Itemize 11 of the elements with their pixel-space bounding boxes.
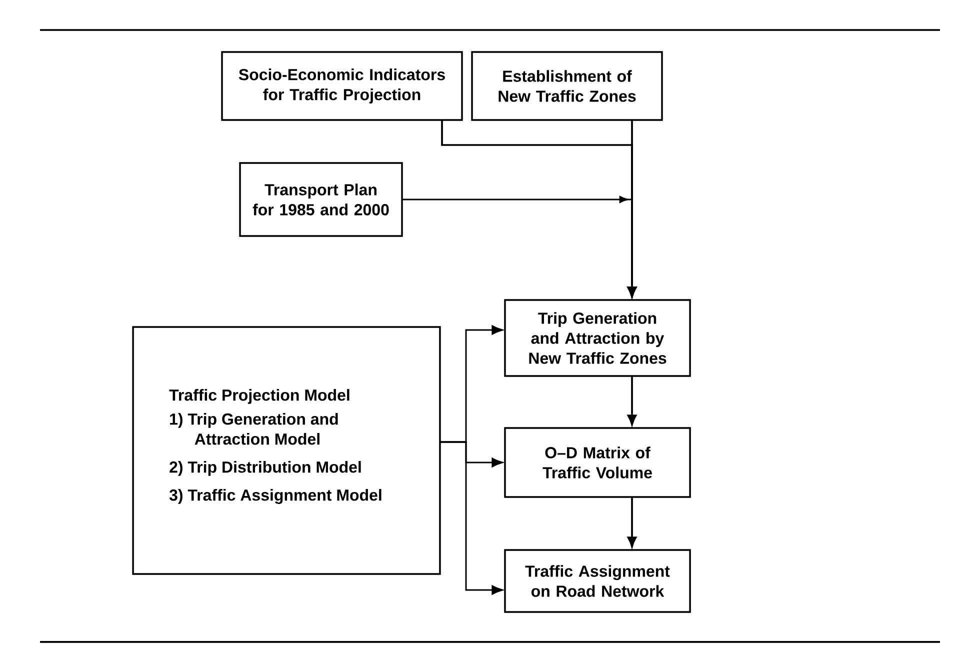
process-box: Transport Plan for 1985 and 2000	[239, 162, 403, 237]
process-box: Trip Generation and Attraction by New Traffic Zones	[504, 299, 691, 377]
arrow	[440, 441, 503, 595]
arrow	[627, 376, 637, 426]
process-box: Establishment of New Traffic Zones	[471, 51, 663, 121]
arrow	[402, 196, 637, 298]
process-box: O–D Matrix of Traffic Volume	[504, 427, 691, 498]
arrow	[627, 497, 637, 548]
process-box: Traffic Assignment on Road Network	[504, 549, 691, 613]
process-box: Socio-Economic Indicators for Traffic Projection	[221, 51, 463, 121]
process-box: Traffic Projection Model 1) Trip Generation and Attraction Model 2) Trip Distribution Model 3) Traffic Assignment Model	[132, 326, 441, 575]
